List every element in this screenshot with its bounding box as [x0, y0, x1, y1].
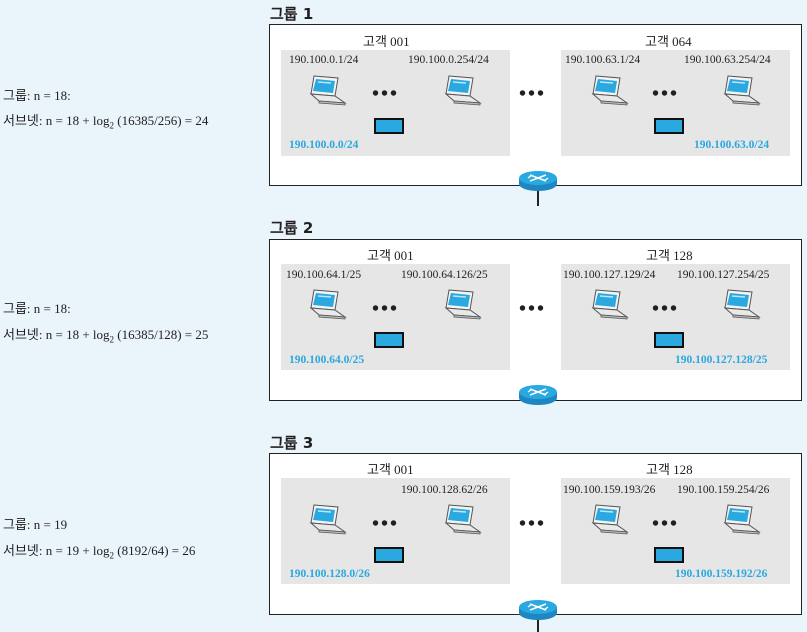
log-base: 2	[109, 550, 115, 561]
group-n-label: 그룹: n = 18:	[3, 85, 71, 104]
formula-part: : n = 19 + log	[38, 543, 110, 558]
subnet-address: 190.100.63.0/24	[694, 139, 770, 151]
ellipsis: •••	[519, 298, 547, 320]
customer-label: 고객 128	[646, 462, 693, 477]
host-address: 190.100.127.129/24	[563, 269, 656, 281]
access-point-icon	[654, 547, 684, 568]
host-address: 190.100.159.254/26	[677, 484, 770, 496]
access-point-icon	[374, 547, 404, 568]
laptop-icon	[587, 288, 629, 327]
laptop-icon	[719, 74, 761, 113]
subnet-formula: 서브넷: n = 18 + log2 (16385/256) = 24	[3, 110, 208, 131]
customer-label: 고객 001	[367, 462, 414, 477]
customer-label: 고객 128	[646, 248, 693, 263]
ellipsis: •••	[519, 513, 547, 535]
group-title: 그룹 3	[270, 434, 314, 452]
host-address: 190.100.0.1/24	[289, 54, 359, 66]
n-expression: : n = 18:	[26, 88, 71, 103]
subnet-address: 190.100.159.192/26	[675, 568, 768, 580]
laptop-icon	[305, 288, 347, 327]
ellipsis: •••	[652, 513, 680, 535]
subnet-word: 서브넷	[3, 543, 39, 558]
laptop-icon	[305, 503, 347, 542]
access-point-icon	[374, 118, 404, 139]
group-title: 그룹 1	[270, 5, 314, 23]
host-address: 190.100.0.254/24	[408, 54, 489, 66]
n-expression: : n = 19	[26, 517, 68, 532]
host-address: 190.100.63.1/24	[565, 54, 641, 66]
laptop-icon	[440, 74, 482, 113]
ellipsis: •••	[372, 298, 400, 320]
host-address: 190.100.63.254/24	[684, 54, 771, 66]
access-point-icon	[374, 332, 404, 353]
host-address: 190.100.127.254/25	[677, 269, 770, 281]
group-word: 그룹	[3, 517, 27, 532]
subnet-address: 190.100.127.128/25	[675, 354, 768, 366]
subnet-address: 190.100.64.0/25	[289, 354, 365, 366]
router-icon	[517, 598, 559, 627]
formula-part: (16385/128) = 25	[114, 327, 209, 342]
customer-label: 고객 001	[367, 248, 414, 263]
group-n-label: 그룹: n = 18:	[3, 298, 71, 317]
access-point-icon	[654, 118, 684, 139]
host-address: 190.100.64.1/25	[286, 269, 362, 281]
ellipsis: •••	[652, 298, 680, 320]
ellipsis: •••	[652, 83, 680, 105]
group-word: 그룹	[3, 301, 27, 316]
access-point-icon	[654, 332, 684, 353]
router-icon	[517, 169, 559, 198]
laptop-icon	[719, 503, 761, 542]
formula-part: : n = 18 + log	[38, 327, 110, 342]
laptop-icon	[587, 503, 629, 542]
laptop-icon	[440, 503, 482, 542]
formula-part: : n = 18 + log	[38, 113, 110, 128]
laptop-icon	[440, 288, 482, 327]
group-n-label: 그룹: n = 19	[3, 514, 67, 533]
laptop-icon	[719, 288, 761, 327]
ellipsis: •••	[372, 513, 400, 535]
subnet-address: 190.100.0.0/24	[289, 139, 359, 151]
subnet-word: 서브넷	[3, 327, 39, 342]
host-address: 190.100.128.62/26	[401, 484, 488, 496]
customer-label: 고객 064	[645, 34, 692, 49]
customer-label: 고객 001	[363, 34, 410, 49]
ellipsis: •••	[372, 83, 400, 105]
formula-part: (8192/64) = 26	[114, 543, 196, 558]
group-word: 그룹	[3, 88, 27, 103]
laptop-icon	[587, 74, 629, 113]
subnet-formula: 서브넷: n = 19 + log2 (8192/64) = 26	[3, 540, 195, 561]
n-expression: : n = 18:	[26, 301, 71, 316]
subnet-formula: 서브넷: n = 18 + log2 (16385/128) = 25	[3, 324, 208, 345]
subnet-word: 서브넷	[3, 113, 39, 128]
laptop-icon	[305, 74, 347, 113]
log-base: 2	[109, 120, 115, 131]
group-title: 그룹 2	[270, 219, 314, 237]
host-address: 190.100.64.126/25	[401, 269, 488, 281]
formula-part: (16385/256) = 24	[114, 113, 209, 128]
subnet-address: 190.100.128.0/26	[289, 568, 370, 580]
ellipsis: •••	[519, 83, 547, 105]
host-address: 190.100.159.193/26	[563, 484, 656, 496]
router-icon	[517, 383, 559, 412]
log-base: 2	[109, 334, 115, 345]
